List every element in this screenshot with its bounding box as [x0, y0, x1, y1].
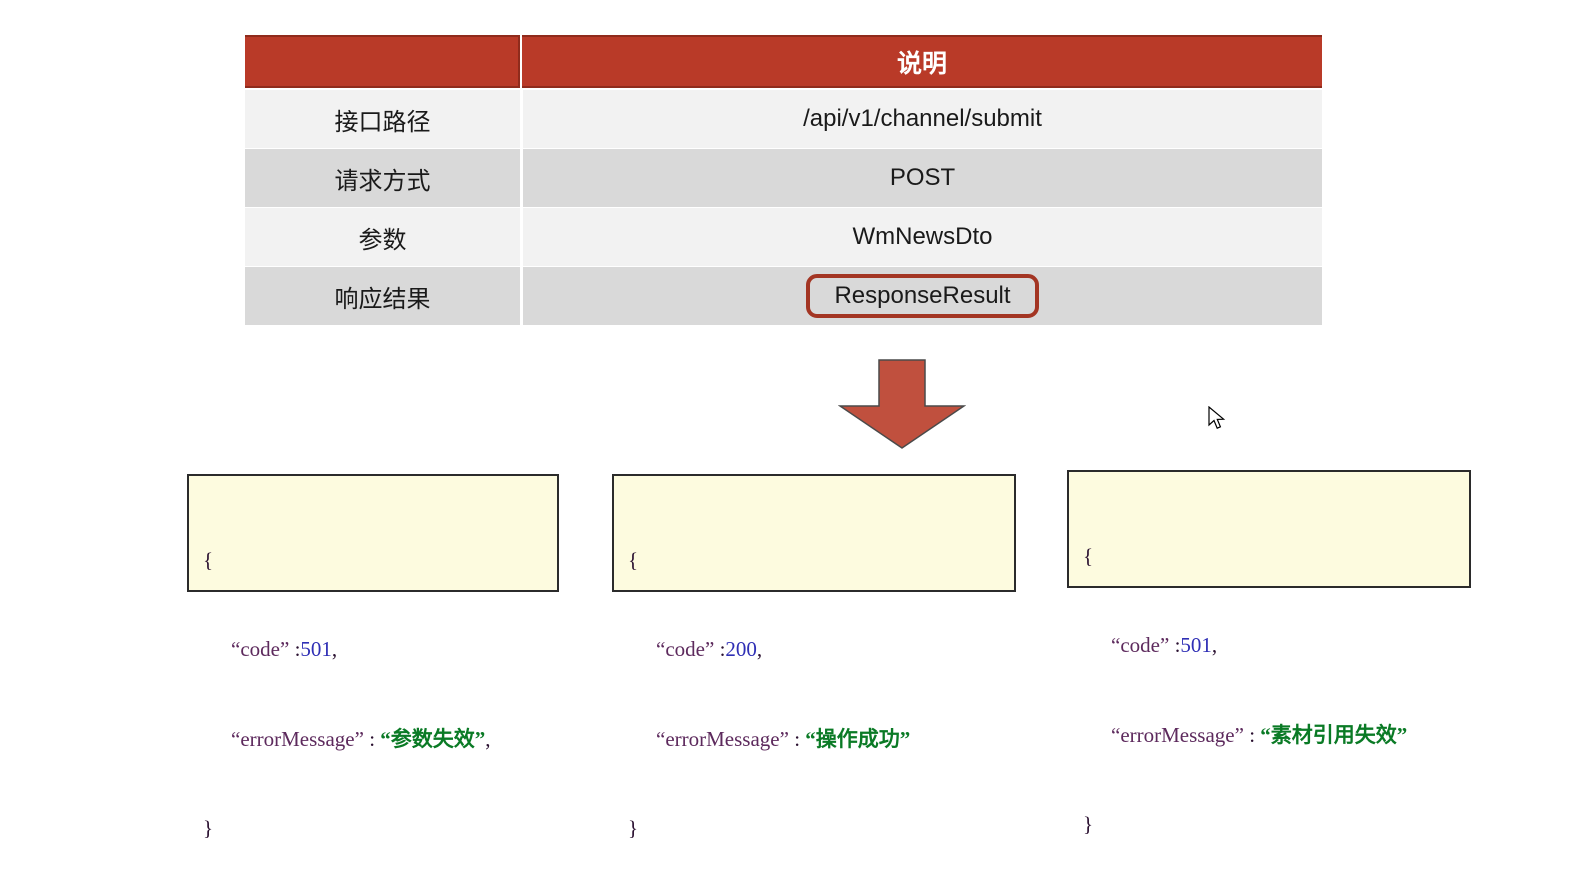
mouse-pointer-icon	[1208, 405, 1228, 432]
json-value-errormessage: “操作成功”	[805, 726, 911, 751]
json-key-code-quoted: “code”	[1111, 633, 1170, 658]
json-line-code: “code” :501,	[1083, 631, 1455, 661]
down-arrow-icon	[838, 358, 966, 450]
json-colon: :	[363, 726, 381, 751]
json-close-brace: }	[1083, 811, 1094, 836]
json-line-code: “code” :501,	[203, 635, 543, 665]
json-comma: ,	[331, 637, 338, 662]
json-colon: :	[1169, 633, 1181, 658]
json-value-errormessage: “素材引用失效”	[1260, 722, 1408, 747]
json-value-code: 200	[725, 637, 757, 662]
json-comma: ,	[1211, 633, 1218, 658]
json-close-brace: }	[628, 815, 639, 840]
table-header-row: 说明	[245, 35, 1322, 88]
json-value-code: 501	[1180, 633, 1212, 658]
table-row: 响应结果 ResponseResult	[245, 267, 1322, 325]
table-header-label-col	[245, 35, 520, 88]
json-line-errormessage: “errorMessage” : “参数失效”,	[203, 725, 543, 755]
json-line-code: “code” :200,	[628, 635, 1000, 665]
json-value-errormessage: “参数失效”	[380, 726, 486, 751]
json-response-sample-3: { “code” :501, “errorMessage” : “素材引用失效”…	[1067, 470, 1471, 836]
json-colon: :	[788, 726, 806, 751]
json-open-brace: {	[203, 547, 214, 572]
json-key-errormessage-quoted: “errorMessage”	[231, 726, 364, 751]
table-cell-value: WmNewsDto	[523, 208, 1322, 266]
json-line-errormessage: “errorMessage” : “操作成功”	[628, 725, 1000, 755]
table-row: 参数 WmNewsDto	[245, 208, 1322, 266]
table-cell-label: 接口路径	[245, 90, 520, 148]
table-cell-label: 参数	[245, 208, 520, 266]
json-colon: :	[1243, 722, 1261, 747]
json-colon: :	[714, 637, 726, 662]
json-key-errormessage-quoted: “errorMessage”	[1111, 722, 1244, 747]
json-key-errormessage-quoted: “errorMessage”	[656, 726, 789, 751]
json-response-sample-2: { “code” :200, “errorMessage” : “操作成功” }	[612, 474, 1016, 840]
table-row: 接口路径 /api/v1/channel/submit	[245, 90, 1322, 148]
json-key-code-quoted: “code”	[656, 637, 715, 662]
table-header-description-col: 说明	[522, 35, 1322, 88]
api-spec-table: 说明 接口路径 /api/v1/channel/submit 请求方式 POST…	[245, 35, 1322, 325]
table-cell-value: POST	[523, 149, 1322, 207]
json-comma: ,	[756, 637, 763, 662]
json-close-brace: }	[203, 815, 214, 840]
response-result-callout: ResponseResult	[806, 274, 1039, 318]
json-open-brace: {	[628, 547, 639, 572]
json-colon: :	[289, 637, 301, 662]
json-comma: ,	[485, 726, 491, 751]
table-cell-label: 请求方式	[245, 149, 520, 207]
json-key-code-quoted: “code”	[231, 637, 290, 662]
table-cell-label: 响应结果	[245, 267, 520, 325]
json-open-brace: {	[1083, 543, 1094, 568]
json-line-errormessage: “errorMessage” : “素材引用失效”	[1083, 721, 1455, 751]
json-response-sample-1: { “code” :501, “errorMessage” : “参数失效”, …	[187, 474, 559, 840]
table-cell-value-highlighted: ResponseResult	[523, 267, 1322, 325]
table-cell-value: /api/v1/channel/submit	[523, 90, 1322, 148]
json-value-code: 501	[300, 637, 332, 662]
table-row: 请求方式 POST	[245, 149, 1322, 207]
